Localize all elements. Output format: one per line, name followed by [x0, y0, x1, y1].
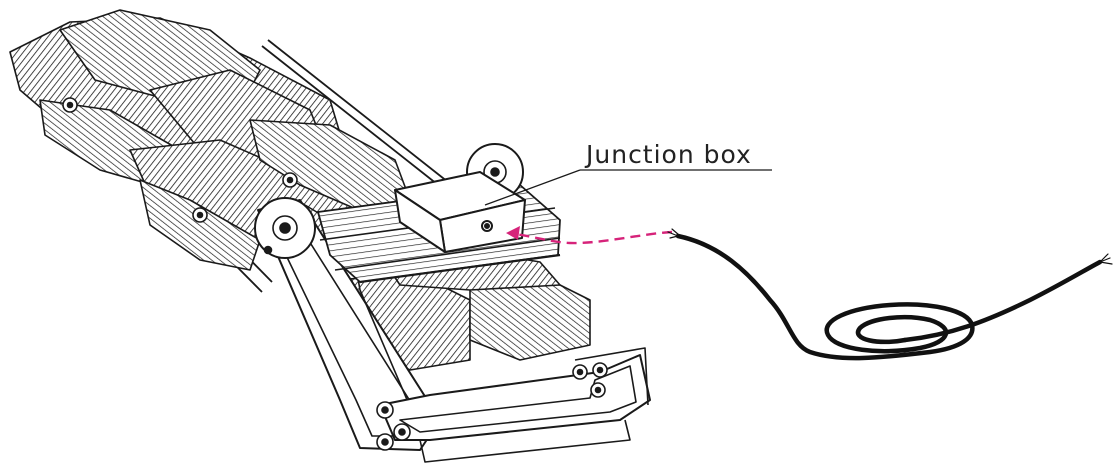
bolts	[62, 97, 608, 451]
callout-leader-line	[484, 169, 581, 206]
cable-end-right	[1099, 253, 1113, 265]
junction-box	[394, 171, 526, 253]
floodlight-body	[9, 9, 651, 463]
dashed-arrow-line	[513, 230, 673, 245]
arrow-head	[506, 226, 520, 240]
power-cable	[667, 228, 1113, 361]
callout-label: Junction box	[584, 140, 752, 169]
cable-end-left	[667, 228, 680, 239]
pivot-plate-left	[254, 197, 316, 259]
junction-box-callout: Junction box	[484, 140, 772, 206]
cable-entry-arrow	[506, 226, 673, 245]
